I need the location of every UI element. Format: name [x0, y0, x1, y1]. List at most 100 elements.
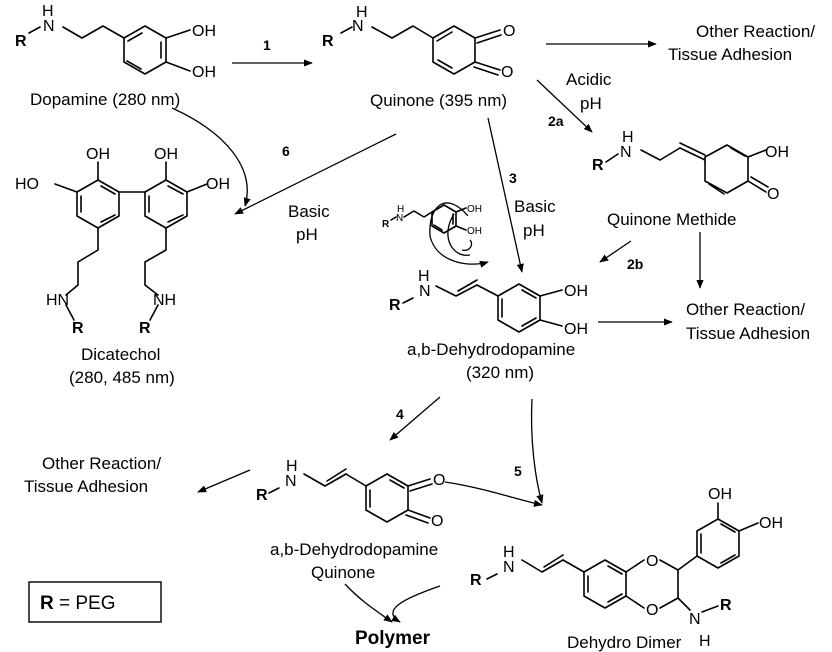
arrow-quinone-dimer	[444, 481, 543, 507]
step-5-label: 5	[514, 463, 522, 479]
atom-label: OH	[86, 146, 110, 163]
atom-label: OH	[759, 515, 783, 532]
atom-label: N	[689, 611, 701, 628]
other-reaction-label: Other Reaction/	[696, 22, 815, 41]
atom-label: H	[356, 4, 368, 21]
r-group-label: R	[15, 33, 27, 50]
basic-ph-label: pH	[296, 225, 318, 244]
atom-label: HO	[15, 176, 39, 193]
r-group-legend: R = PEG	[28, 581, 162, 623]
r-group-label: R	[389, 297, 401, 314]
atom-label: H	[286, 458, 298, 475]
arrow-ddquinone-other	[197, 469, 251, 493]
basic-ph-label: pH	[523, 221, 545, 240]
atom-label: N	[352, 18, 364, 35]
atom-label: H	[622, 129, 634, 146]
atom-label: N	[503, 559, 515, 576]
atom-label: OH	[564, 283, 588, 300]
step-2b-label: 2b	[627, 256, 643, 272]
r-group-label: R	[256, 487, 268, 504]
quinone-methide-structure: R N H OH O	[592, 129, 789, 203]
atom-label: OH	[467, 204, 482, 215]
legend-text: R = PEG	[40, 593, 116, 614]
atom-label: HN	[46, 292, 69, 309]
quinone-methide-label: Quinone Methide	[607, 210, 736, 229]
atom-label: O	[767, 186, 779, 203]
dicatechol-structure: OH OH HO OH HN NH R R	[15, 146, 230, 337]
dehydrodopamine-label: a,b-Dehydrodopamine	[407, 340, 575, 359]
r-group-label: R	[139, 320, 151, 337]
arrow-dimer-polymer	[391, 585, 441, 623]
dicatechol-label: Dicatechol	[81, 345, 160, 364]
atom-label: OH	[154, 146, 178, 163]
atom-label: O	[433, 472, 445, 489]
step-4-label: 4	[396, 406, 404, 422]
legend-definition: = PEG	[54, 593, 116, 614]
dopamine-structure: R N H OH OH	[15, 3, 216, 81]
other-reaction-label: Other Reaction/	[42, 454, 161, 473]
arrow-quinone-polymer	[344, 583, 393, 623]
dehydrodopamine-quinone-structure: R N H O O	[256, 458, 445, 530]
atom-label: OH	[192, 64, 216, 81]
arrow-step-2a	[536, 79, 593, 133]
atom-label: H	[418, 268, 430, 285]
atom-label: O	[646, 602, 658, 619]
atom-label: O	[503, 23, 515, 40]
step-2a-label: 2a	[548, 113, 564, 129]
tissue-adhesion-label: Tissue Adhesion	[668, 45, 792, 64]
atom-label: N	[43, 18, 55, 35]
tissue-adhesion-label: Tissue Adhesion	[24, 477, 148, 496]
r-group-label: R	[470, 572, 482, 589]
r-group-label: R	[322, 33, 334, 50]
legend-r: R	[40, 593, 54, 614]
arrow-reagent-curve-2	[461, 239, 473, 251]
other-reaction-label: Other Reaction/	[686, 300, 805, 319]
atom-label: N	[620, 144, 632, 161]
atom-label: O	[646, 553, 658, 570]
dicatechol-wavelength-label: (280, 485 nm)	[69, 368, 175, 387]
atom-label: OH	[467, 226, 482, 237]
atom-label: N	[396, 213, 403, 224]
atom-label: H	[397, 204, 404, 215]
atom-label: OH	[564, 321, 588, 338]
step-6-label: 6	[282, 143, 290, 159]
arrow-step-5	[530, 398, 544, 504]
arrow-step-4	[389, 396, 441, 441]
r-group-label: R	[382, 219, 390, 230]
dehydro-dimer-structure: R N H O O OH OH N H R	[470, 486, 783, 650]
atom-label: N	[285, 473, 297, 490]
dehydrodopamine-quinone-label-2: Quinone	[311, 563, 375, 582]
arrow-reagent-addition	[429, 202, 489, 268]
r-group-label: R	[592, 157, 604, 174]
atom-label: OH	[192, 23, 216, 40]
atom-label: H	[699, 633, 711, 650]
arrow-basic-dicatechol	[234, 133, 397, 215]
atom-label: H	[42, 3, 54, 20]
quinone-label: Quinone (395 nm)	[370, 91, 507, 110]
atom-label: H	[503, 544, 515, 561]
acidic-ph-label: pH	[580, 94, 602, 113]
quinone-structure: R N H O O	[322, 4, 515, 81]
atom-label: O	[501, 64, 513, 81]
r-group-label: R	[720, 597, 732, 614]
dehydrodopamine-quinone-label: a,b-Dehydrodopamine	[270, 540, 438, 559]
atom-label: NH	[153, 292, 176, 309]
dehydrodopamine-structure: R N H OH OH	[389, 268, 588, 338]
basic-condition-label: Basic	[514, 197, 556, 216]
atom-label: O	[431, 513, 443, 530]
dopamine-label: Dopamine (280 nm)	[30, 90, 180, 109]
tissue-adhesion-label: Tissue Adhesion	[686, 324, 810, 343]
atom-label: OH	[708, 486, 732, 503]
dehydro-dimer-label: Dehydro Dimer	[567, 633, 682, 652]
arrow-step-2b	[599, 240, 632, 263]
polymer-label: Polymer	[355, 628, 431, 649]
step-3-label: 3	[509, 170, 517, 186]
reaction-arrows	[171, 40, 704, 623]
dehydrodopamine-wavelength-label: (320 nm)	[466, 363, 534, 382]
acidic-condition-label: Acidic	[566, 70, 612, 89]
small-dopamine-structure: R N H OH OH	[382, 204, 482, 237]
basic-condition-label: Basic	[288, 202, 330, 221]
atom-label: OH	[206, 176, 230, 193]
